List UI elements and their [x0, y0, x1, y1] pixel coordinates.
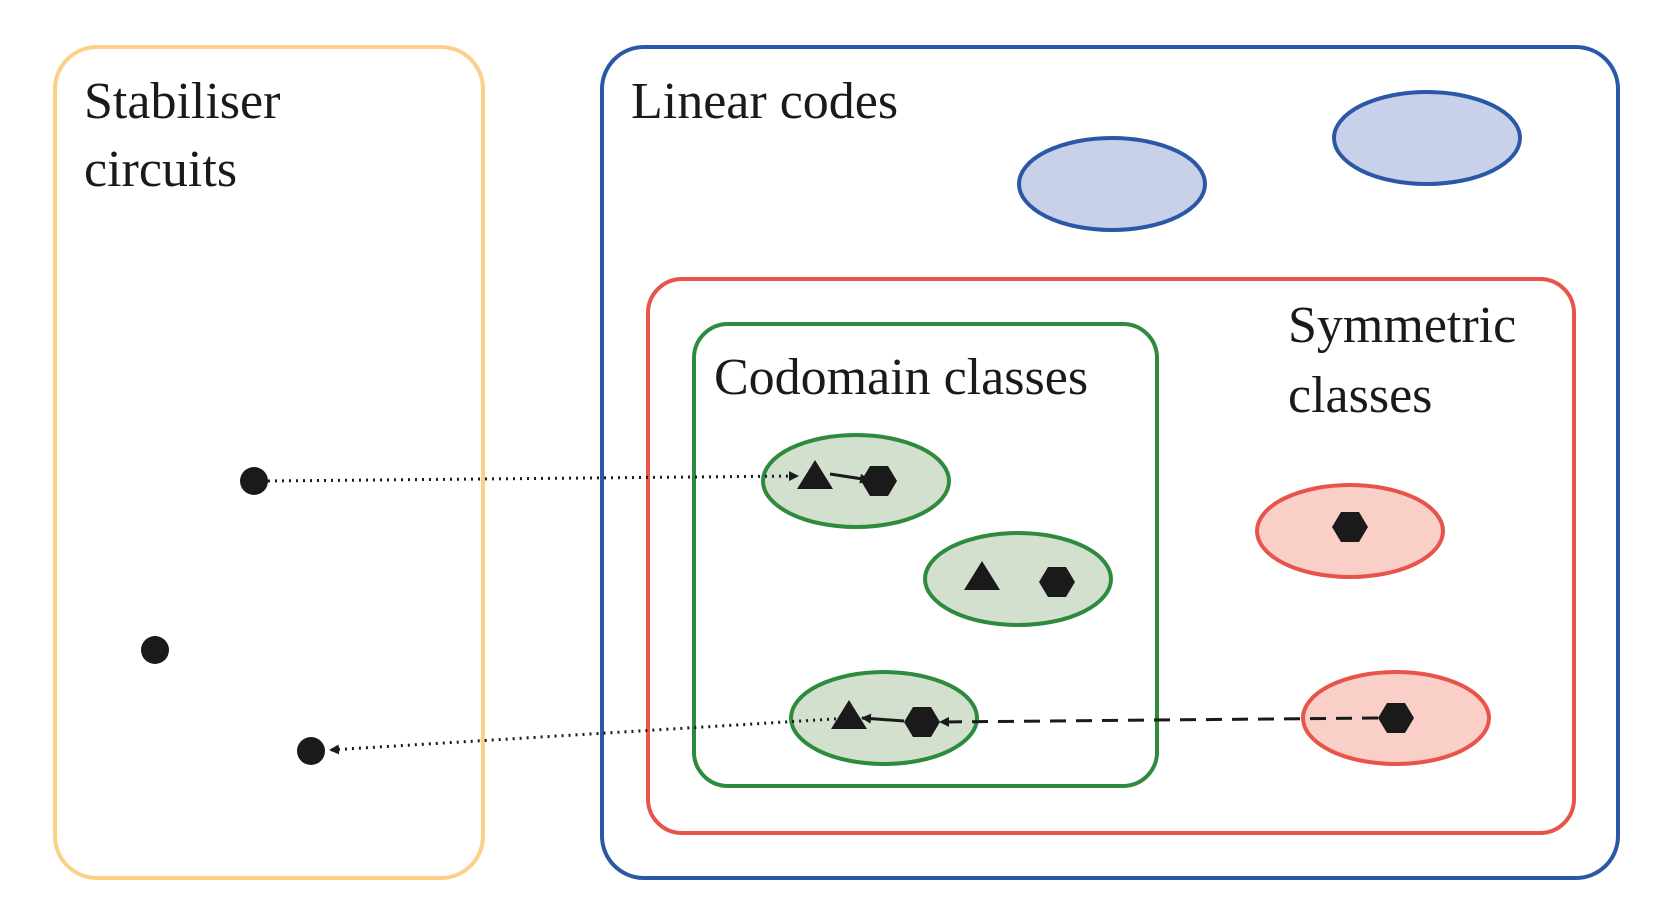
linear-code-class-1 — [1017, 136, 1207, 232]
dotted-arrow-top — [267, 471, 799, 483]
stabiliser-point-1 — [240, 467, 268, 495]
stabiliser-point-2 — [141, 636, 169, 664]
linear-codes-label: Linear codes — [631, 73, 898, 130]
hexagon-icon — [904, 707, 940, 737]
hexagon-icon — [1039, 567, 1075, 597]
linear-codes-region — [600, 45, 1620, 880]
hexagon-icon — [861, 466, 897, 496]
hexagon-icon — [1378, 703, 1414, 733]
linear-code-class-2 — [1332, 90, 1522, 186]
stabiliser-region — [53, 45, 485, 880]
triangle-icon — [964, 561, 1000, 590]
codomain-class-2 — [923, 531, 1113, 627]
codomain-label: Codomain classes — [714, 349, 1088, 406]
symmetric-label-line2: classes — [1288, 367, 1432, 424]
dashed-arrow-bottom — [939, 716, 1379, 727]
triangle-icon — [797, 460, 833, 489]
solid-arrow-class3 — [861, 713, 905, 724]
triangle-icon — [831, 700, 867, 729]
stabiliser-label-line2: circuits — [84, 141, 237, 198]
symmetric-label-line1: Symmetric — [1288, 297, 1516, 354]
codomain-classes-region — [692, 322, 1159, 788]
codomain-class-1 — [761, 433, 951, 529]
hexagon-icon — [1332, 512, 1368, 542]
symmetric-classes-region — [646, 277, 1576, 835]
stabiliser-point-3 — [297, 737, 325, 765]
stabiliser-label-line1: Stabiliser — [84, 73, 280, 130]
codomain-class-3 — [789, 670, 979, 766]
dotted-arrow-bottom — [329, 716, 851, 755]
